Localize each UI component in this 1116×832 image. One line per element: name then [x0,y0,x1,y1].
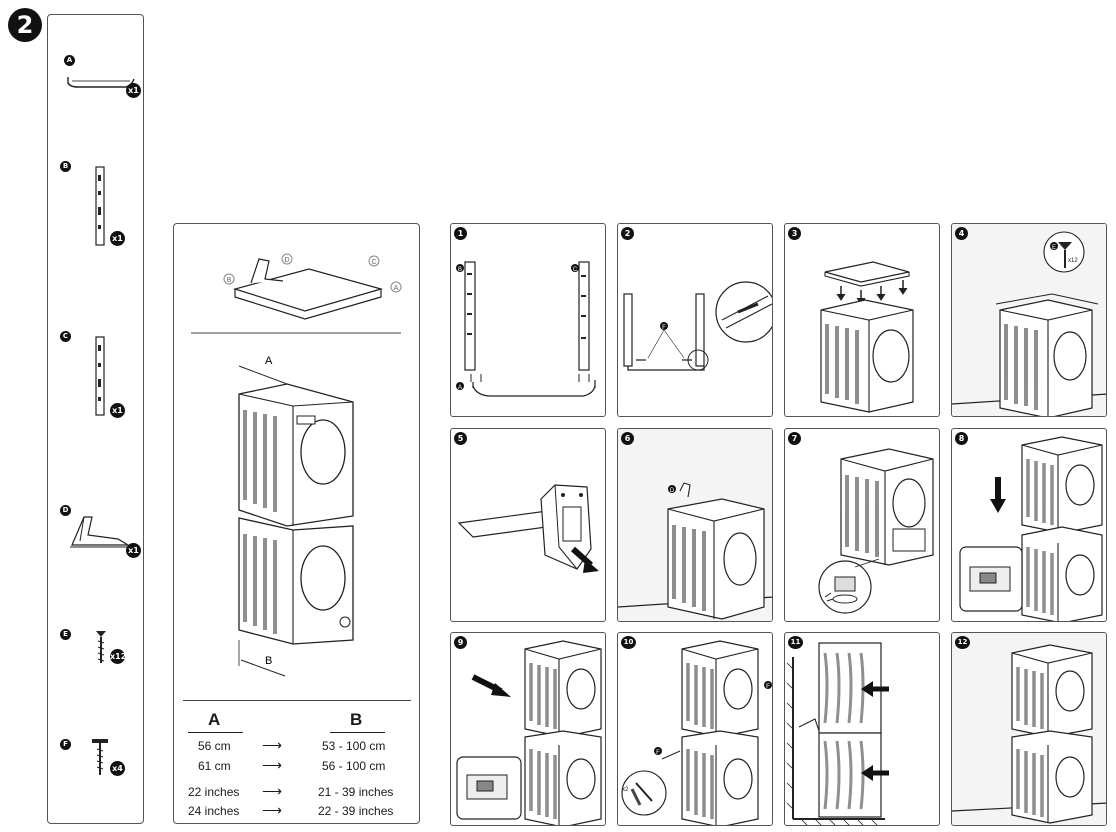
step-4-number: 4 [955,227,968,240]
stacking-kit-overview-illustration: B D C A [191,253,402,334]
step-4-label-e: E [1052,245,1056,251]
step-1-panel: 1 B C A [450,223,606,417]
part-e-qty: x12 [110,649,126,664]
step-8-number: 8 [955,432,968,445]
part-a: A x1 [48,55,145,105]
step-4-label-qty: x12 [1068,258,1078,264]
step-2-marker: 2 [8,8,42,42]
part-c-qty: x1 [110,403,125,418]
step-7-number: 7 [788,432,801,445]
step-2-panel: 2 F [617,223,773,417]
overview-label-d: D [284,257,289,264]
screw-icon [96,631,106,663]
dim-row-4-a: 24 inches [188,804,240,818]
step-3-number: 3 [788,227,801,240]
wall-anchor-side-view-illustration [786,642,889,825]
part-d-badge: D [60,505,71,516]
bracket-bar-illustration [67,77,135,88]
step-10-label-qty: x2 [622,787,629,793]
side-rail-illustration [95,336,105,416]
step-9-number: 9 [454,636,467,649]
step-1-label-b: B [458,267,462,273]
stacked-machines-dimension-illustration: A B [238,355,354,677]
secure-side-screws-illustration: F F x2 [621,640,772,825]
part-b-qty: x1 [110,231,125,246]
part-f-badge: F [60,739,71,750]
step-5-number: 5 [454,432,467,445]
part-c-badge: C [60,331,71,342]
part-d-qty: x1 [126,543,141,558]
parts-list-panel: A x1 B x1 C x1 D [47,14,144,824]
step-11-panel: 11 [784,632,940,826]
overview-label-a: A [394,285,399,292]
step-8-panel: 8 [951,428,1107,622]
part-a-qty: x1 [126,83,141,98]
step-10-number: 10 [621,636,636,649]
overview-label-c: C [371,259,376,266]
step-10-label-f-top: F [766,684,770,690]
arrow-icon: ⟶ [262,783,283,799]
part-e-badge: E [60,629,71,640]
bolt-icon [92,739,108,775]
dim-label-b: B [265,655,272,667]
anti-tip-detail-illustration [457,484,599,573]
step-1-number: 1 [454,227,467,240]
attach-anti-tip-bracket-illustration: D [618,429,772,621]
dim-header-b: B [350,710,363,729]
side-rail-illustration [95,166,105,246]
dim-row-2-b: 56 - 100 cm [322,759,386,773]
rails-to-bar-illustration: B C A [456,261,596,397]
remove-feet-illustration [818,448,934,614]
place-frame-on-machine-illustration [820,261,914,413]
part-f-qty: x4 [110,761,125,776]
dim-row-1-b: 53 - 100 cm [322,739,386,753]
part-b-badge: B [60,161,71,172]
step-12-panel: 12 [951,632,1107,826]
dim-row-2-a: 61 cm [198,759,231,773]
dim-row-1-a: 56 cm [198,739,231,753]
step-12-number: 12 [955,636,970,649]
step-11-number: 11 [788,636,803,649]
step-10-label-f-bottom: F [656,750,660,756]
dim-row-3-b: 21 - 39 inches [318,785,394,799]
step-4-panel: 4 E x12 [951,223,1107,417]
part-f: F x4 [48,739,145,789]
step-10-panel: 10 F F x2 [617,632,773,826]
table-divider [183,700,411,701]
part-a-badge: A [64,55,75,66]
dim-row-3-a: 22 inches [188,785,240,799]
step-6-panel: 6 D [617,428,773,622]
fasten-screws-illustration: E x12 [952,224,1106,416]
step-5-panel: 5 [450,428,606,622]
dim-header-a: A [208,710,221,729]
part-d: D x1 [48,505,145,565]
screw-rails-illustration: F [623,281,772,371]
step-1-label-a: A [458,385,462,391]
completed-stack-illustration [952,633,1106,825]
part-e: E x12 [48,629,145,679]
step-7-panel: 7 [784,428,940,622]
part-c: C x1 [48,331,145,421]
step-6-label-d: D [670,488,675,494]
dim-label-a: A [265,355,273,367]
header-underline-a [188,732,243,733]
arrow-icon: ⟶ [262,757,283,773]
slide-dryer-back-illustration [456,640,602,825]
step-1-label-c: C [573,267,578,273]
header-underline-b [330,732,385,733]
step-9-panel: 9 [450,632,606,826]
dim-row-4-b: 22 - 39 inches [318,804,394,818]
step-6-number: 6 [621,432,634,445]
lift-dryer-onto-washer-illustration [959,436,1103,621]
dimensions-panel [173,223,420,824]
arrow-icon: ⟶ [262,737,283,753]
step-2-label-f: F [662,325,666,331]
arrow-icon: ⟶ [262,802,283,818]
overview-label-b: B [227,277,232,284]
part-b: B x1 [48,161,145,251]
step-2-number: 2 [621,227,634,240]
step-3-panel: 3 [784,223,940,417]
